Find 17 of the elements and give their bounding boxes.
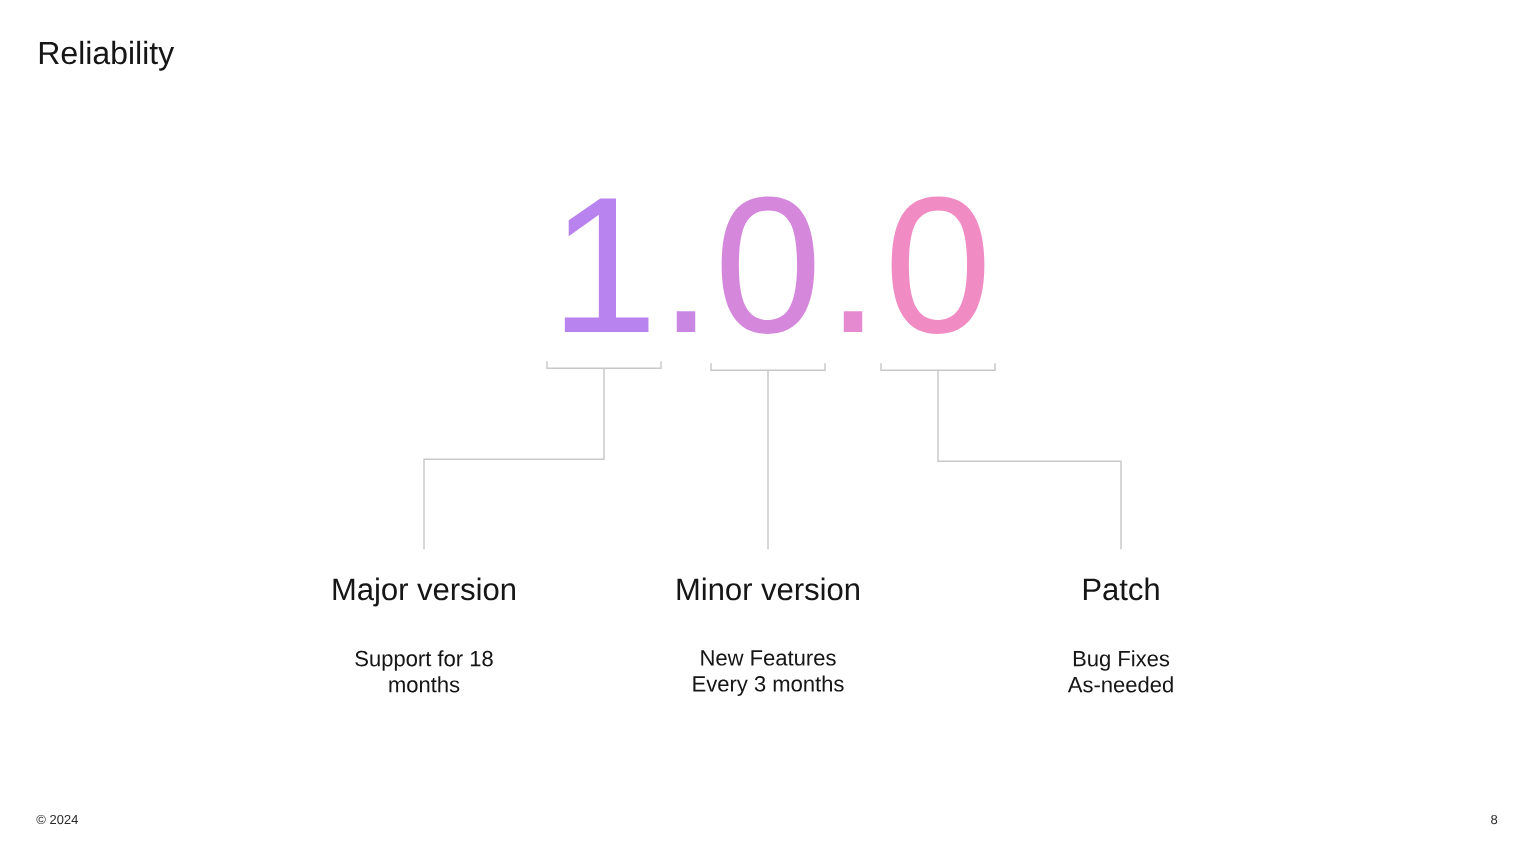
version-digit: 0 [891, 196, 985, 334]
version-heading: Patch [1083, 577, 1159, 601]
version-description: Bug Fixes As-needed [1067, 650, 1173, 693]
version-digit: 1 [564, 198, 649, 332]
page-number: 8 [1491, 814, 1498, 825]
dot-separator: . [676, 311, 696, 332]
version-heading: Minor version [677, 577, 859, 601]
version-digit: 0 [721, 196, 815, 334]
leader-line [767, 369, 769, 550]
copyright-notice: © 2024 [36, 814, 78, 825]
slide-title: Reliability [39, 40, 175, 71]
leader-line [937, 369, 1122, 550]
leader-line [423, 367, 605, 550]
version-heading: Major version [333, 577, 515, 607]
dot-separator: . [843, 311, 863, 332]
version-description: New Features Every 3 months [693, 650, 844, 696]
version-description: Support for 18 months [355, 650, 493, 693]
